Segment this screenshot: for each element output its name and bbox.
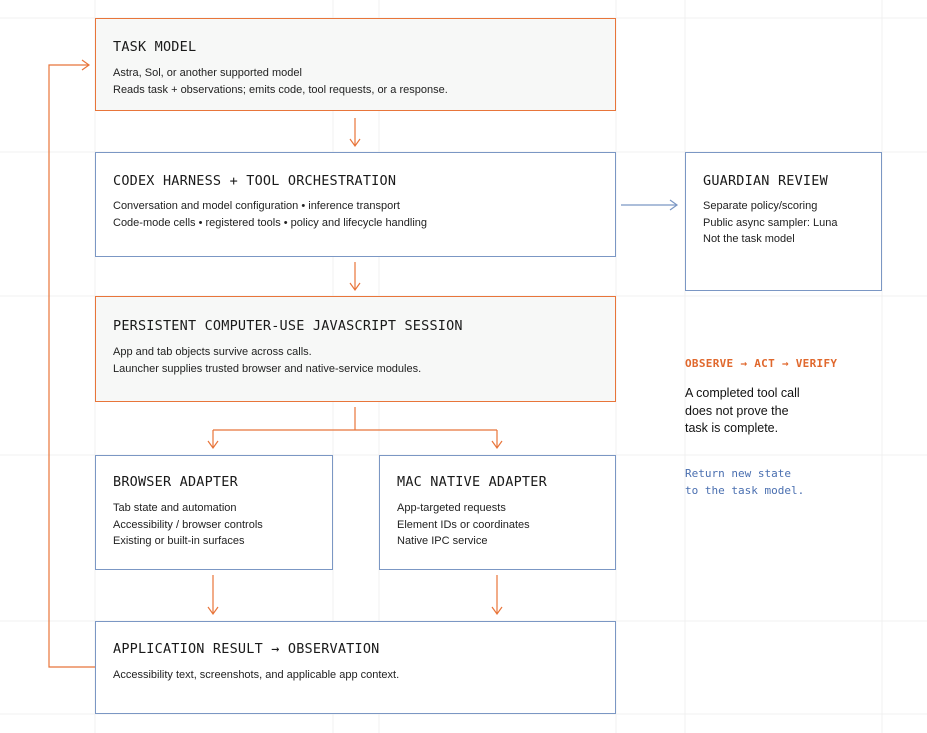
- completion-note-line: A completed tool call: [685, 386, 800, 400]
- task-model-title: TASK MODEL: [113, 39, 197, 55]
- mac-adapter-line: Native IPC service: [397, 535, 488, 547]
- harness-box: CODEX HARNESS + TOOL ORCHESTRATION Conve…: [95, 152, 616, 257]
- return-state-line: to the task model.: [685, 484, 805, 497]
- harness-title: CODEX HARNESS + TOOL ORCHESTRATION: [113, 173, 397, 189]
- completion-note-line: does not prove the: [685, 403, 789, 418]
- harness-line: Code-mode cells • registered tools • pol…: [113, 216, 428, 229]
- application-result-box: APPLICATION RESULT → OBSERVATION Accessi…: [95, 621, 616, 714]
- return-state-note: Return new state to the task model.: [685, 465, 804, 499]
- guardian-review-box: GUARDIAN REVIEW Separate policy/scoring …: [685, 152, 882, 291]
- mac-adapter-line: Element IDs or coordinates: [397, 518, 530, 531]
- mac-native-adapter-title: MAC NATIVE ADAPTER: [397, 474, 547, 490]
- task-model-line: Astra, Sol, or another supported model: [113, 67, 302, 79]
- harness-line: Conversation and model configuration • i…: [113, 200, 400, 212]
- js-session-line: Launcher supplies trusted browser and na…: [113, 362, 422, 375]
- application-result-title: APPLICATION RESULT → OBSERVATION: [113, 641, 380, 657]
- browser-adapter-title: BROWSER ADAPTER: [113, 474, 238, 490]
- browser-adapter-line: Accessibility / browser controls: [113, 518, 263, 531]
- return-state-line: Return new state: [685, 467, 791, 480]
- guardian-line: Separate policy/scoring: [703, 200, 818, 212]
- completion-note-line: task is complete.: [685, 421, 779, 435]
- browser-adapter-box: BROWSER ADAPTER Tab state and automation…: [95, 455, 333, 570]
- guardian-review-title: GUARDIAN REVIEW: [703, 173, 828, 189]
- observe-act-verify-label: OBSERVE → ACT → VERIFY: [685, 357, 838, 370]
- browser-adapter-line: Existing or built-in surfaces: [113, 535, 245, 547]
- js-session-box: PERSISTENT COMPUTER-USE JAVASCRIPT SESSI…: [95, 296, 616, 402]
- application-result-line: Accessibility text, screenshots, and app…: [113, 669, 400, 681]
- task-model-box: TASK MODEL Astra, Sol, or another suppor…: [95, 18, 616, 111]
- js-session-title: PERSISTENT COMPUTER-USE JAVASCRIPT SESSI…: [113, 318, 463, 334]
- js-session-line: App and tab objects survive across calls…: [113, 346, 312, 358]
- arrow-feedback-loop: [48, 64, 95, 668]
- completion-note: A completed tool call does not prove the…: [685, 385, 800, 438]
- guardian-line: Public async sampler: Luna: [703, 216, 838, 229]
- task-model-line: Reads task + observations; emits code, t…: [113, 83, 448, 96]
- mac-adapter-line: App-targeted requests: [397, 502, 506, 514]
- mac-native-adapter-box: MAC NATIVE ADAPTER App-targeted requests…: [379, 455, 616, 570]
- browser-adapter-line: Tab state and automation: [113, 502, 237, 514]
- guardian-line: Not the task model: [703, 233, 795, 245]
